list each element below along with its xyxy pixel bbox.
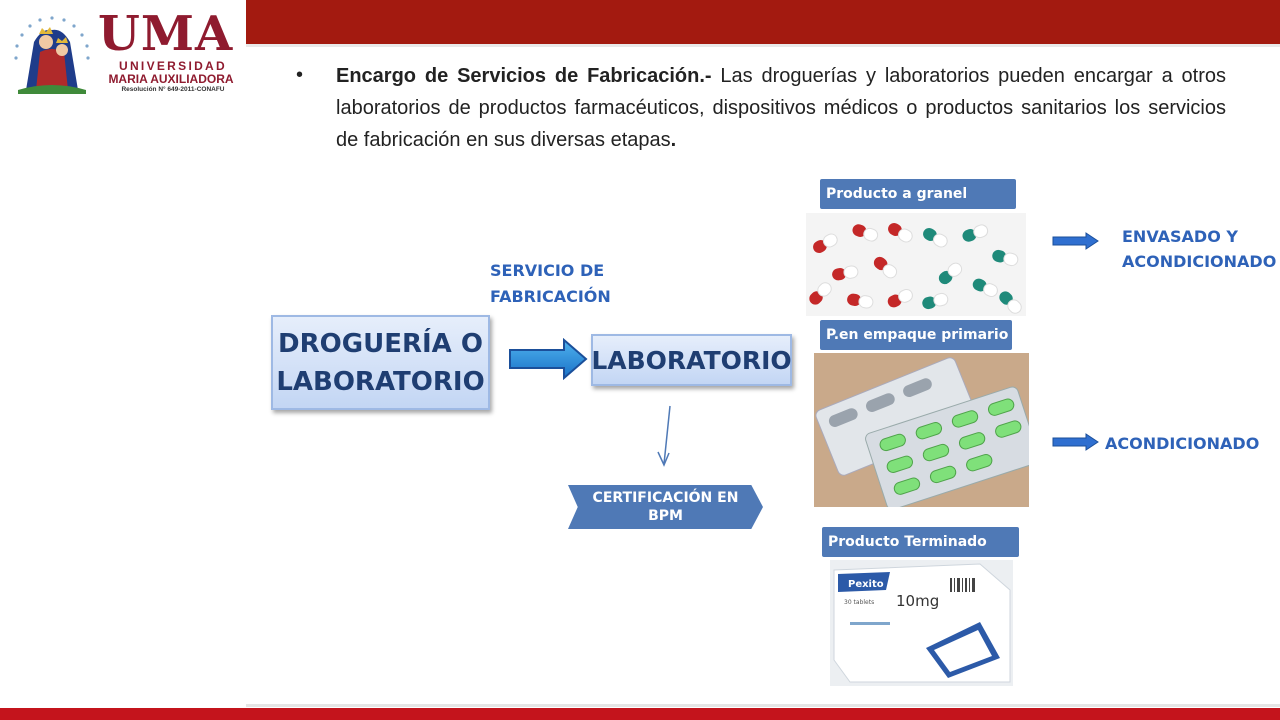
logo-maria-auxiliadora-text: MARIA AUXILIADORA	[108, 72, 234, 86]
virgin-mary-emblem-icon	[8, 12, 96, 96]
certification-text: CERTIFICACIÓN EN BPM	[592, 490, 739, 524]
intro-final-period: .	[670, 129, 677, 151]
blister-pack-photo	[814, 353, 1029, 507]
top-bar	[246, 0, 1280, 44]
drogueria-box: DROGUERÍA O LABORATORIO	[271, 315, 490, 410]
output-acondicionado: ACONDICIONADO	[1105, 434, 1260, 453]
package-brand: Pexito	[848, 579, 884, 590]
service-label: SERVICIO DE FABRICACIÓN	[490, 261, 611, 306]
down-arrow-icon	[652, 404, 676, 468]
logo-universidad-text: UNIVERSIDAD	[119, 59, 227, 73]
stage-header-bulk: Producto a granel	[820, 179, 1016, 209]
stage-header-primary-pack: P.en empaque primario	[820, 320, 1012, 350]
intro-bold-lead: Encargo de Servicios de Fabricación.-	[336, 65, 712, 87]
output-arrow-icon-1	[1052, 232, 1100, 250]
logo-uma-text: UMA	[98, 6, 234, 62]
output-arrow-icon-2	[1052, 433, 1100, 451]
bottom-line	[246, 704, 1280, 707]
capsules-photo	[806, 213, 1026, 316]
bottom-bar	[0, 708, 1280, 720]
top-bar-edge	[246, 44, 1280, 47]
output-envasado: ENVASADO Y ACONDICIONADO	[1122, 227, 1277, 271]
intro-body: Las droguerías y laboratorios pueden enc…	[336, 65, 1227, 151]
laboratorio-box: LABORATORIO	[591, 334, 792, 386]
package-count: 30 tablets	[844, 599, 874, 606]
logo-resolution-text: Resolución N° 649-2011-CONAFU	[121, 86, 225, 93]
intro-paragraph: Encargo de Servicios de Fabricación.- La…	[336, 60, 1226, 156]
bullet-icon: •	[296, 64, 304, 86]
package-dose: 10mg	[896, 592, 939, 610]
main-arrow-icon	[508, 338, 588, 380]
stage-header-finished: Producto Terminado	[822, 527, 1019, 557]
medicine-box-photo: Pexito 30 tablets 10mg	[830, 560, 1013, 686]
certification-chevron: CERTIFICACIÓN EN BPM	[568, 485, 763, 529]
university-logo: UMA UNIVERSIDAD MARIA AUXILIADORA Resolu…	[0, 0, 246, 130]
